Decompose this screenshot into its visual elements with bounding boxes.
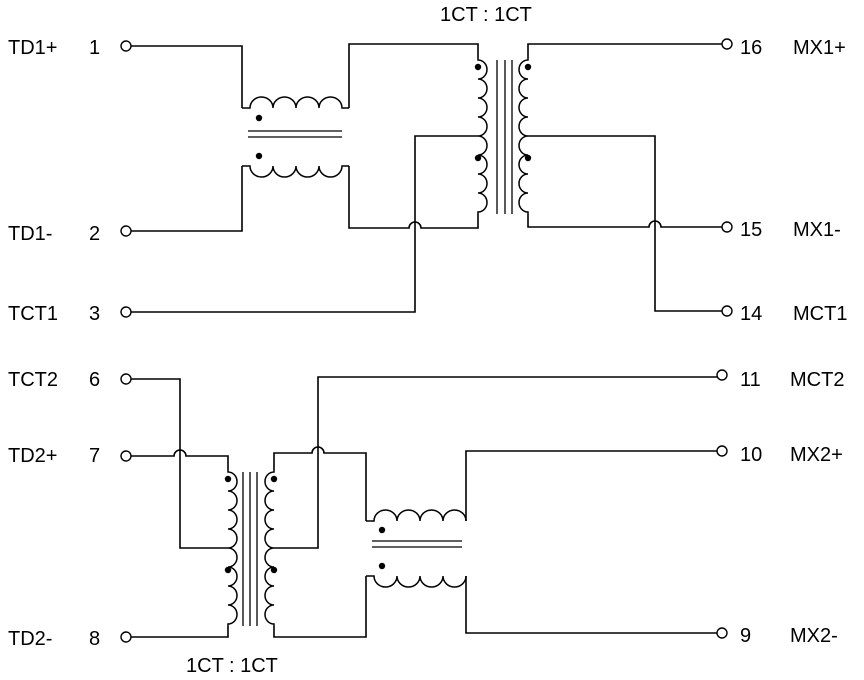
pin-number-11: 11 <box>740 369 761 391</box>
top-transformer <box>474 58 532 214</box>
pin-terminal-10 <box>716 445 728 457</box>
pin-label-td2p: TD2+ <box>8 445 57 467</box>
pin-label-mx2m: MX2- <box>790 625 838 647</box>
pin-terminal-14 <box>721 305 733 317</box>
pin-number-10: 10 <box>740 444 762 466</box>
pin-label-tct2: TCT2 <box>8 369 58 391</box>
bottom-circuit: TCT2 6 TD2+ 7 TD2- 8 11 MCT2 10 MX2+ 9 M… <box>8 369 844 677</box>
pin-label-td1p: TD1+ <box>8 37 57 59</box>
pin-label-td1m: TD1- <box>8 223 52 245</box>
pin-terminal-9 <box>716 627 728 639</box>
bottom-wiring <box>131 376 717 638</box>
top-ratio-label: 1CT : 1CT <box>440 4 532 26</box>
pin-number-16: 16 <box>740 37 762 59</box>
pin-label-mx1p: MX1+ <box>793 37 846 59</box>
pin-label-td2m: TD2- <box>8 628 52 650</box>
pin-label-tct1: TCT1 <box>8 303 58 325</box>
top-circuit: 1CT : 1CT TD1+ 1 TD1- 2 TCT1 3 16 MX1+ 1… <box>8 4 847 325</box>
pin-label-mx2p: MX2+ <box>790 444 843 466</box>
pin-number-14: 14 <box>740 303 762 325</box>
pin-terminal-11 <box>716 369 728 381</box>
pin-number-9: 9 <box>740 625 751 647</box>
bottom-transformer <box>224 470 278 626</box>
pin-number-3: 3 <box>89 303 100 325</box>
pin-number-7: 7 <box>89 445 100 467</box>
pin-number-1: 1 <box>89 37 100 59</box>
pin-terminal-1 <box>120 40 132 52</box>
pin-terminal-3 <box>120 306 132 318</box>
pin-number-8: 8 <box>89 628 100 650</box>
pin-terminal-8 <box>120 631 132 643</box>
pin-terminal-6 <box>120 373 132 385</box>
bottom-ratio-label: 1CT : 1CT <box>186 655 278 677</box>
pin-terminal-15 <box>721 221 733 233</box>
top-wiring <box>131 43 722 313</box>
pin-number-6: 6 <box>89 369 100 391</box>
bottom-choke <box>366 509 467 588</box>
pin-terminal-2 <box>120 225 132 237</box>
top-choke <box>242 96 349 178</box>
pin-number-2: 2 <box>89 223 100 245</box>
pin-number-15: 15 <box>740 219 762 241</box>
pin-terminal-7 <box>120 450 132 462</box>
pin-terminal-16 <box>721 38 733 50</box>
pin-label-mx1m: MX1- <box>793 219 841 241</box>
pin-label-mct1: MCT1 <box>793 303 847 325</box>
pin-label-mct2: MCT2 <box>790 369 844 391</box>
